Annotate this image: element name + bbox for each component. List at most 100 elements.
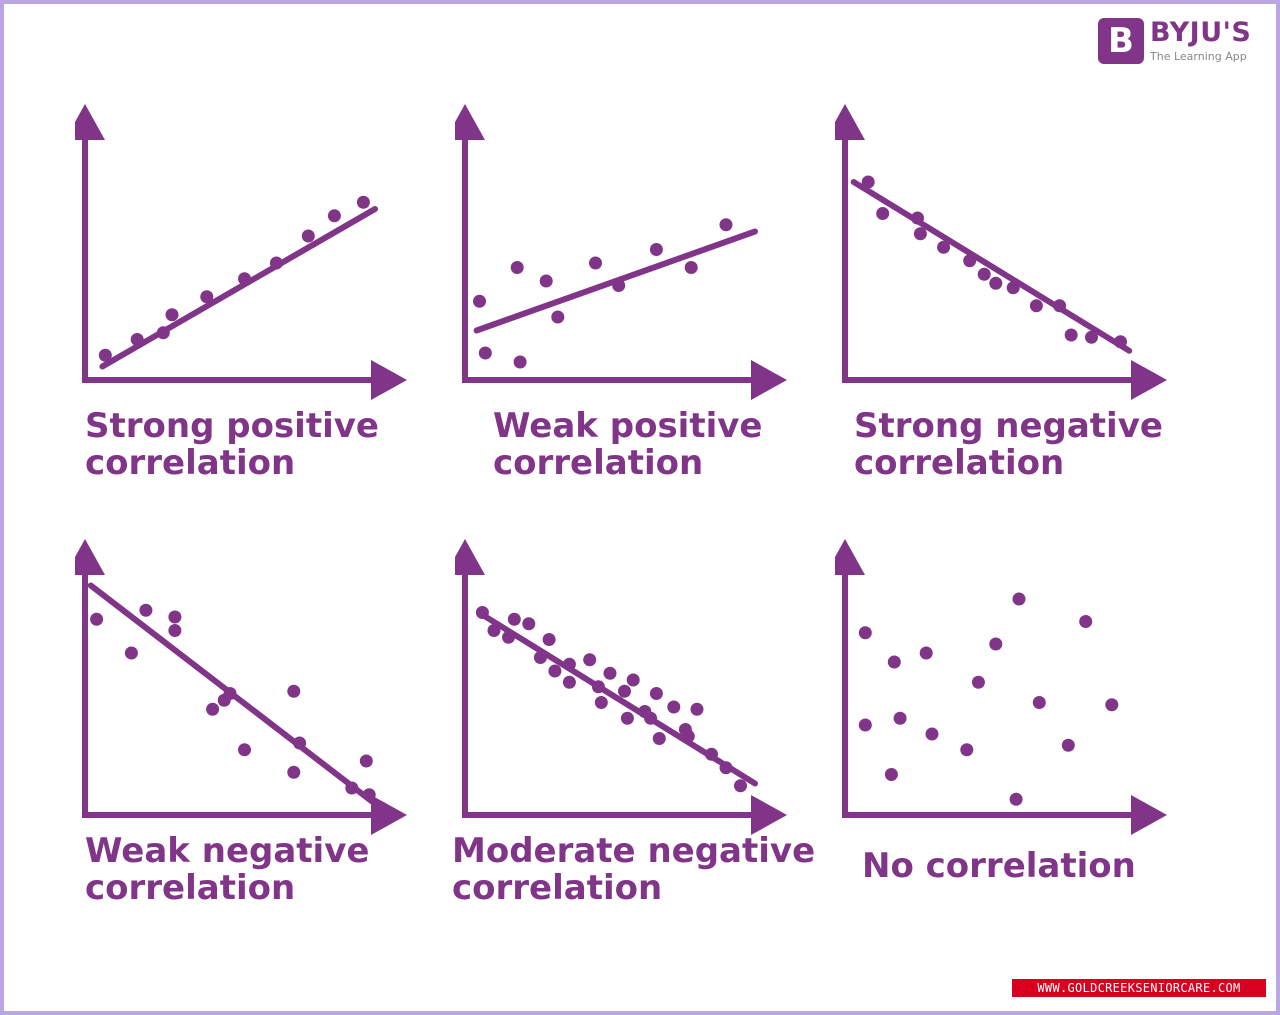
logo-mark-icon: B (1098, 18, 1144, 64)
data-point-10 (356, 195, 370, 209)
data-point-15 (362, 788, 376, 802)
data-point-24 (681, 729, 695, 743)
data-point-8 (548, 664, 562, 678)
chart-caption-6: No correlation (862, 848, 1136, 885)
data-point-9 (327, 209, 341, 223)
data-point-3 (502, 630, 515, 644)
caption-line: Weak negative (85, 831, 370, 871)
data-point-2 (478, 346, 492, 360)
caption-line: correlation (452, 868, 663, 908)
data-point-8 (612, 279, 626, 292)
data-point-5 (200, 290, 214, 304)
trend-line (99, 206, 378, 370)
data-point-7 (269, 256, 283, 270)
scatter-plot-svg (75, 539, 407, 835)
data-point-2 (858, 718, 872, 732)
caption-line: Strong positive (85, 406, 379, 446)
data-point-10 (684, 261, 698, 274)
data-point-6 (551, 310, 565, 324)
website-watermark: WWW.GOLDCREEKSENIORCARE.COM (1012, 979, 1266, 997)
x-axis-arrow-icon (371, 360, 407, 400)
data-point-11 (1053, 299, 1067, 313)
data-point-5 (522, 617, 536, 631)
caption-line: Moderate negative (452, 831, 816, 871)
data-point-8 (960, 743, 974, 757)
scatter-plot-svg (455, 539, 787, 835)
data-point-1 (90, 612, 104, 626)
x-axis-arrow-icon (1131, 360, 1167, 400)
logo-letter: B (1108, 21, 1134, 61)
data-point-1 (858, 626, 872, 640)
logo-wordmark: BYJU'S (1150, 17, 1252, 48)
data-point-10 (989, 637, 1003, 651)
data-point-3 (139, 603, 153, 617)
data-point-7 (589, 256, 602, 270)
data-point-4 (913, 227, 927, 241)
data-point-10 (562, 657, 576, 671)
data-point-22 (667, 700, 681, 714)
y-axis-arrow-icon (455, 104, 485, 140)
data-point-2 (130, 333, 144, 346)
data-point-8 (223, 687, 237, 700)
data-point-4 (507, 612, 521, 626)
data-point-3 (156, 326, 170, 340)
data-point-9 (649, 243, 663, 256)
data-point-11 (1012, 592, 1026, 606)
caption-line: correlation (854, 443, 1065, 483)
data-point-17 (626, 673, 640, 687)
data-point-13 (1085, 330, 1098, 344)
data-point-4 (513, 355, 527, 369)
data-point-15 (1079, 615, 1093, 628)
data-point-16 (620, 711, 634, 725)
data-point-9 (971, 675, 985, 689)
data-point-10 (1029, 299, 1043, 313)
caption-line: No correlation (862, 846, 1136, 886)
data-point-7 (925, 727, 939, 741)
data-point-19 (644, 711, 658, 725)
scatter-chart-3 (835, 100, 1215, 430)
data-point-9 (238, 743, 251, 757)
data-point-27 (719, 761, 733, 775)
data-point-4 (168, 610, 182, 624)
data-point-26 (705, 747, 718, 761)
data-point-1 (473, 294, 486, 308)
data-point-13 (345, 781, 359, 795)
caption-line: Weak positive (493, 406, 763, 446)
data-point-9 (562, 675, 576, 689)
data-point-4 (165, 308, 179, 322)
y-axis-arrow-icon (75, 539, 105, 575)
data-point-28 (734, 779, 747, 793)
data-point-4 (887, 655, 901, 669)
data-point-14 (359, 754, 373, 768)
logo-tagline: The Learning App (1150, 50, 1247, 63)
data-point-3 (884, 768, 898, 781)
data-point-25 (690, 702, 704, 716)
caption-line: correlation (85, 868, 296, 908)
data-point-13 (594, 696, 608, 709)
data-point-6 (206, 702, 220, 716)
data-point-6 (533, 651, 547, 664)
data-point-12 (287, 765, 301, 779)
data-point-9 (1006, 281, 1020, 295)
data-point-5 (937, 240, 951, 254)
x-axis-arrow-icon (371, 795, 407, 835)
data-point-3 (911, 211, 924, 225)
data-point-2 (487, 624, 501, 637)
data-point-7 (542, 633, 556, 646)
y-axis-arrow-icon (75, 104, 105, 140)
x-axis-arrow-icon (751, 795, 787, 835)
y-axis-arrow-icon (455, 539, 485, 575)
y-axis-arrow-icon (835, 104, 865, 140)
data-point-5 (539, 274, 553, 288)
data-point-2 (876, 207, 890, 220)
data-point-8 (989, 276, 1003, 290)
data-point-1 (475, 606, 489, 619)
y-axis-arrow-icon (835, 539, 865, 575)
data-point-8 (301, 229, 315, 243)
data-point-21 (652, 732, 666, 745)
data-point-10 (287, 684, 301, 698)
caption-line: Strong negative (854, 406, 1163, 446)
scatter-chart-1 (75, 100, 455, 430)
